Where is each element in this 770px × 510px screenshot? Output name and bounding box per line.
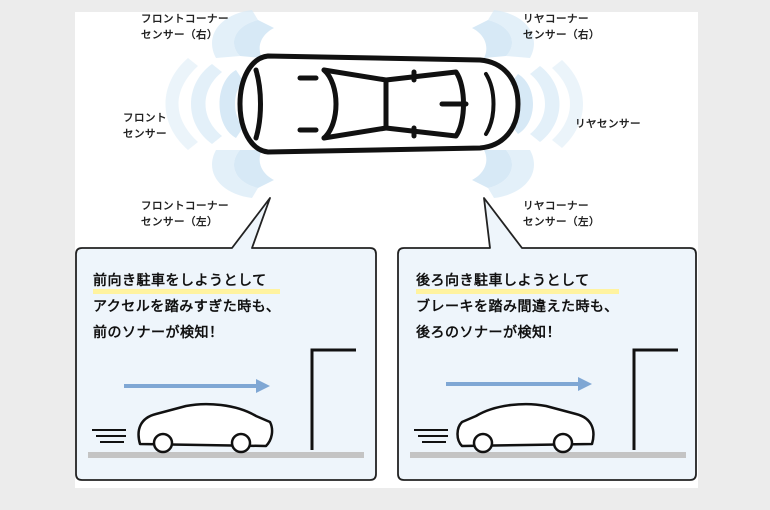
label-front-corner-left: フロントコーナー センサー（左）	[141, 200, 229, 228]
wave-front-outer	[191, 64, 222, 144]
callout-front-text: 前向き駐車をしようとして アクセルを踏みすぎた時も、 前のソナーが検知！	[93, 268, 281, 346]
label-front: フロント センサー	[123, 112, 167, 140]
callout-front-line-1: 前向き駐車をしようとして	[93, 268, 281, 294]
callout-rear-text: 後ろ向き駐車しようとして ブレーキを踏み間違えた時も、 後ろのソナーが検知！	[416, 268, 619, 346]
wave-front-corner-left	[234, 150, 274, 188]
wave-rear-outer	[530, 66, 560, 142]
wave-rear-outer2	[552, 60, 583, 148]
callout-rear-line-2: ブレーキを踏み間違えた時も、	[416, 299, 619, 315]
callout-front-line-2: アクセルを踏みすぎた時も、	[93, 299, 281, 315]
label-rear-corner-left: リヤコーナー センサー（左）	[523, 200, 600, 228]
rear-parking-scene	[410, 348, 686, 458]
front-wall	[310, 348, 356, 450]
front-arrow-head	[256, 379, 270, 393]
callout-rear-line-3: 後ろのソナーが検知！	[416, 325, 561, 341]
car-top-view	[237, 53, 521, 155]
callout-rear-line-1: 後ろ向き駐車しようとして	[416, 268, 619, 294]
wave-rear-corner-left	[472, 150, 512, 188]
callout-front-line-3: 前のソナーが検知！	[93, 325, 224, 341]
sensor-waves	[165, 10, 583, 198]
wave-rear-corner-left-outer	[488, 150, 534, 198]
front-side-car	[137, 402, 274, 454]
rear-side-car	[456, 402, 595, 454]
wave-front-corner-left-outer	[212, 150, 258, 198]
wave-front-outer2	[165, 58, 198, 150]
wave-rear-corner-right	[472, 20, 512, 58]
front-parking-scene	[88, 348, 364, 458]
rear-wall	[632, 348, 678, 450]
label-front-corner-right: フロントコーナー センサー（右）	[141, 13, 229, 41]
wave-front	[219, 70, 244, 138]
wave-front-corner-right-outer	[212, 10, 258, 58]
front-speed-lines	[92, 429, 126, 443]
rear-speed-lines	[414, 429, 448, 443]
wave-rear-corner-right-outer	[488, 10, 534, 58]
rear-arrow-head	[578, 377, 592, 391]
label-rear: リヤセンサー	[575, 118, 641, 130]
wave-front-corner-right	[234, 20, 274, 58]
label-rear-corner-right: リヤコーナー センサー（右）	[523, 13, 600, 41]
